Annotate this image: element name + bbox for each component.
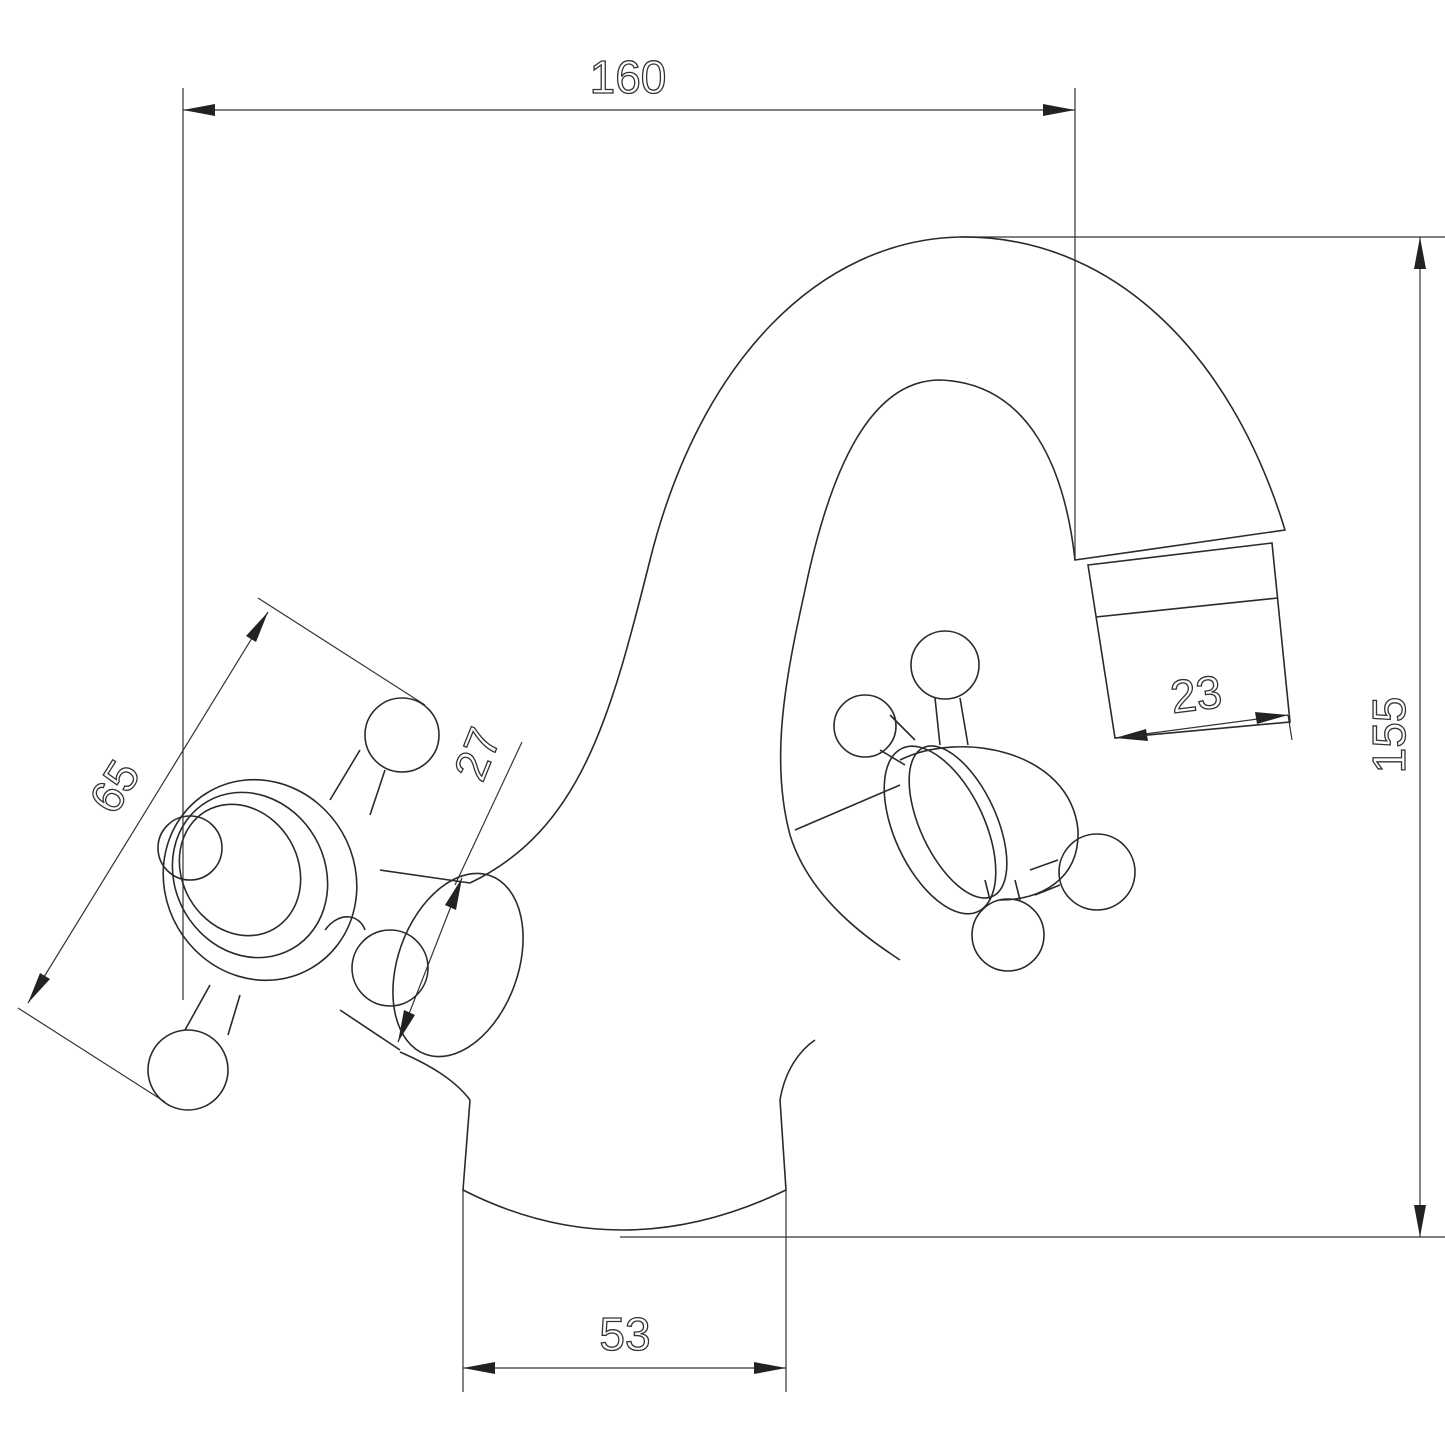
dimension-overall-width: 160 <box>182 50 1076 1000</box>
dimension-aerator-width: 23 <box>1114 665 1293 741</box>
dimension-label-27: 27 <box>443 721 510 788</box>
dimension-label-23: 23 <box>1167 665 1224 723</box>
dimension-label-155: 155 <box>1363 697 1415 774</box>
dimension-label-65: 65 <box>79 751 150 822</box>
dimension-overall-height: 155 <box>620 236 1445 1238</box>
left-cross-handle <box>147 697 524 1111</box>
faucet-aerator <box>1087 542 1291 739</box>
dimension-label-160: 160 <box>590 51 667 103</box>
dimension-label-53: 53 <box>599 1308 650 1360</box>
dimension-base-width: 53 <box>462 1190 787 1392</box>
right-cross-handle <box>833 630 1136 972</box>
faucet-body <box>399 236 1287 1231</box>
